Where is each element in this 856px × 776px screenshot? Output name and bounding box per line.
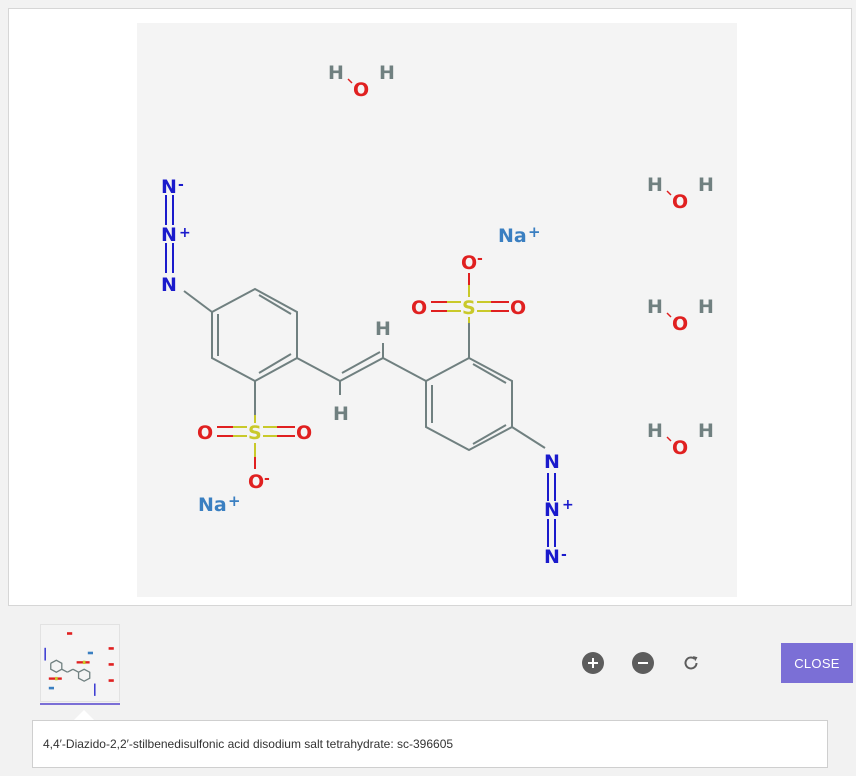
atom-n: N [161, 274, 177, 296]
bonds [183, 287, 546, 452]
thumbnail-molecule [44, 632, 114, 696]
atom-h: H [375, 318, 391, 340]
atom-o: O [510, 297, 526, 319]
atom-h: H [698, 296, 714, 318]
atom-o: O [672, 191, 688, 213]
atom-o: O [672, 313, 688, 335]
charge-plus: + [179, 225, 191, 241]
plus-circle-icon [588, 658, 598, 668]
charge-plus: + [228, 492, 241, 510]
zoom-out-button[interactable] [632, 652, 654, 674]
atom-na: Na [498, 225, 527, 247]
thumbnail-active-indicator [40, 703, 120, 705]
minus-circle-icon [638, 662, 648, 664]
atom-h: H [647, 174, 663, 196]
atom-n: N [544, 546, 560, 568]
atom-o: O [411, 297, 427, 319]
thumbnail-image[interactable] [40, 624, 120, 702]
atom-n: N [161, 176, 177, 198]
charge-minus: - [561, 547, 567, 563]
atom-h: H [698, 420, 714, 442]
atom-o: O [353, 79, 369, 101]
structure-image: H O H H O H H O H H O H N - N + N [137, 23, 737, 597]
atom-n: N [161, 224, 177, 246]
atom-na: Na [198, 494, 227, 516]
atom-h: H [333, 403, 349, 425]
caption-pointer [74, 710, 94, 720]
charge-plus: + [562, 497, 574, 513]
charge-minus: - [178, 177, 184, 193]
charge-minus: - [477, 251, 483, 267]
atom-n: N [544, 499, 560, 521]
atom-h: H [698, 174, 714, 196]
atom-h: H [328, 62, 344, 84]
atom-o: O [248, 471, 264, 493]
atom-h: H [379, 62, 395, 84]
atom-o: O [672, 437, 688, 459]
image-caption: 4,4′-Diazido-2,2′-stilbenedisulfonic aci… [32, 720, 828, 768]
atom-h: H [647, 420, 663, 442]
charge-plus: + [528, 223, 541, 241]
image-viewer-frame: H O H H O H H O H H O H N - N + N [8, 8, 852, 606]
zoom-in-button[interactable] [582, 652, 604, 674]
atom-o: O [296, 422, 312, 444]
atom-o: O [197, 422, 213, 444]
molecule-structure: H O H H O H H O H H O H N - N + N [161, 62, 714, 568]
rotate-icon [684, 656, 698, 670]
caption-text: 4,4′-Diazido-2,2′-stilbenedisulfonic aci… [43, 737, 454, 751]
atom-o: O [461, 252, 477, 274]
reset-button[interactable] [680, 652, 702, 674]
atom-s: S [248, 422, 262, 444]
atom-n: N [544, 451, 560, 473]
atom-s: S [462, 297, 476, 319]
atom-h: H [647, 296, 663, 318]
close-button[interactable]: CLOSE [781, 643, 853, 683]
charge-minus: - [264, 471, 270, 487]
